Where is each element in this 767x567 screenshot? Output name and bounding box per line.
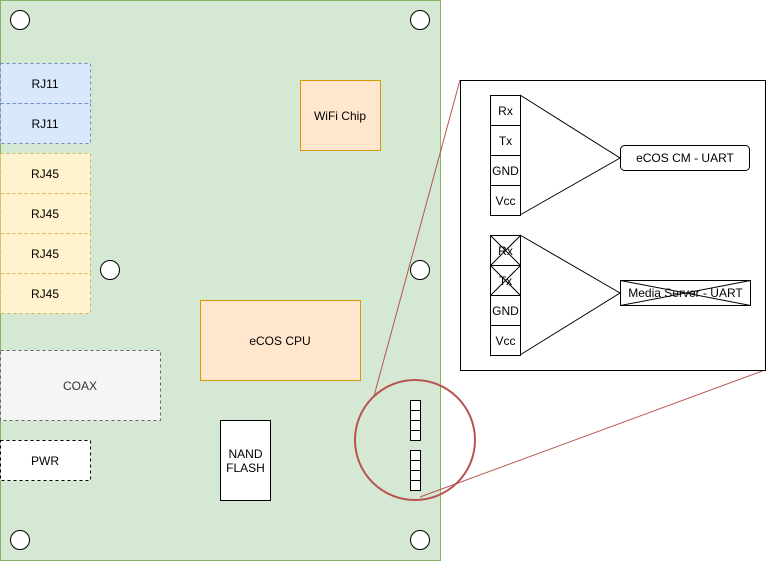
uart-header-ecos-cm: Rx Tx GND Vcc eCOS CM - UART — [490, 94, 750, 216]
nand-flash-label-line2: FLASH — [226, 461, 265, 475]
wifi-chip: WiFi Chip — [300, 80, 381, 151]
rj45-port: RJ45 — [0, 273, 91, 314]
pin-vcc-label: Vcc — [495, 194, 515, 208]
pin-vcc-label: Vcc — [495, 334, 515, 348]
coax-port: COAX — [0, 350, 161, 421]
cross-out-mark — [490, 235, 521, 296]
media-server-uart-label: Media Server - UART — [628, 286, 743, 300]
rj45-port: RJ45 — [0, 193, 91, 234]
pin-tx-label: Tx — [499, 274, 512, 288]
mounting-hole — [100, 260, 120, 280]
callout-line — [419, 369, 766, 498]
nand-flash: NAND FLASH — [220, 420, 271, 501]
ecos-cpu: eCOS CPU — [200, 300, 361, 381]
callout-line — [373, 79, 461, 397]
mounting-hole — [410, 10, 430, 30]
cross-out-mark — [620, 280, 751, 306]
rj11-label: RJ11 — [31, 117, 58, 131]
ecos-cm-uart-label: eCOS CM - UART — [636, 151, 734, 165]
coax-label: COAX — [63, 379, 97, 393]
pin-tx-label: Tx — [499, 134, 512, 148]
mounting-hole — [10, 10, 30, 30]
rj11-port: RJ11 — [0, 63, 91, 104]
pin-rx-label: Rx — [498, 244, 513, 258]
pwr-label: PWR — [31, 454, 59, 468]
mounting-hole — [10, 530, 30, 550]
rj45-port: RJ45 — [0, 233, 91, 274]
rj11-port: RJ11 — [0, 103, 91, 144]
rj45-label: RJ45 — [31, 207, 59, 221]
power-connector: PWR — [0, 440, 91, 481]
ecos-cpu-label: eCOS CPU — [249, 334, 310, 348]
uart-label-box — [620, 145, 750, 171]
rj45-label: RJ45 — [31, 287, 59, 301]
rj45-label: RJ45 — [31, 167, 59, 181]
uart-header-small — [410, 450, 421, 491]
uart-header-media-server: Rx Tx GND Vcc Media Server - UART — [490, 234, 751, 356]
mounting-hole — [410, 260, 430, 280]
rj45-port: RJ45 — [0, 153, 91, 194]
rj45-label: RJ45 — [31, 247, 59, 261]
nand-flash-label-line1: NAND — [228, 447, 262, 461]
pin-gnd-label: GND — [492, 164, 519, 178]
mounting-hole — [410, 530, 430, 550]
pin-gnd-label: GND — [492, 304, 519, 318]
uart-header-small — [410, 400, 421, 441]
mounting-holes — [10, 10, 430, 550]
pin-rx-label: Rx — [498, 104, 513, 118]
wifi-chip-label: WiFi Chip — [314, 109, 366, 123]
rj11-label: RJ11 — [31, 77, 58, 91]
callout-circle — [354, 379, 476, 501]
